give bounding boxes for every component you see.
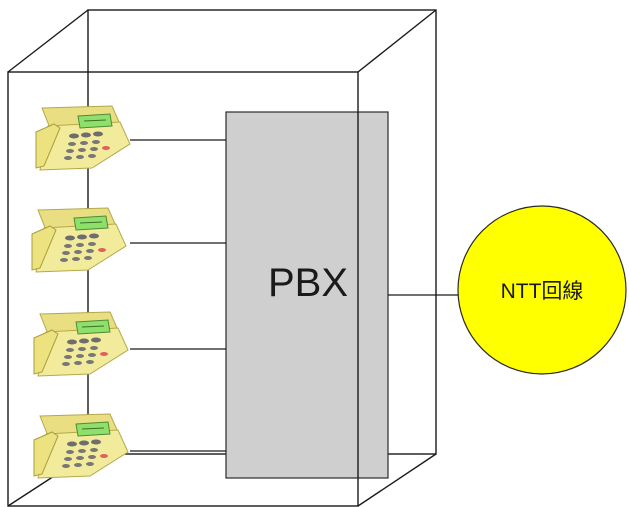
phone-icon bbox=[33, 413, 129, 479]
extension-wires bbox=[130, 139, 226, 452]
ntt-line-node: NTT回線 bbox=[457, 205, 627, 375]
pbx-unit: PBX bbox=[225, 111, 389, 479]
pbx-box bbox=[225, 111, 389, 479]
pbx-label: PBX bbox=[268, 261, 348, 305]
phone-icon bbox=[31, 207, 127, 273]
phone-icon bbox=[33, 311, 129, 377]
phones bbox=[31, 105, 131, 479]
ntt-label: NTT回線 bbox=[501, 280, 584, 303]
ntt-circle bbox=[457, 205, 627, 375]
phone-icon bbox=[35, 105, 131, 171]
